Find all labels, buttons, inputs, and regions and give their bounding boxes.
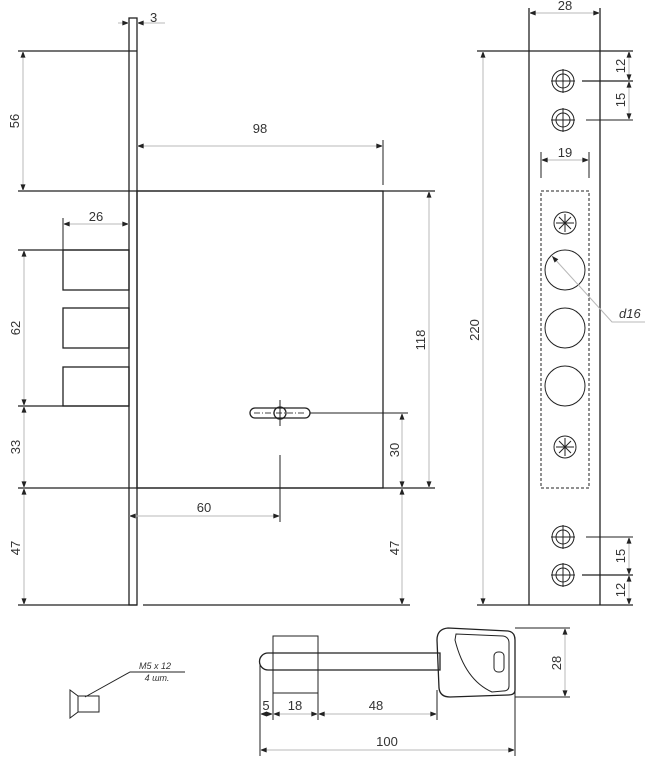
dim-hole-diameter: d16 (619, 306, 641, 321)
dim-bolt-span: 62 (8, 321, 23, 335)
dim-bottom-offset-left: 47 (8, 541, 23, 555)
dim-keyhole-height: 30 (387, 443, 402, 457)
dim-key-shaft: 48 (369, 698, 383, 713)
dim-plate-thickness: 3 (150, 10, 157, 25)
cross-screw-icon (553, 435, 577, 459)
key-head (436, 627, 516, 698)
key: 5 18 48 100 28 (258, 627, 570, 756)
faceplate-side (128, 17, 138, 606)
cylinder-hole (544, 365, 586, 407)
dim-body-height: 118 (413, 330, 428, 351)
dim-key-cylinder: 18 (288, 698, 302, 713)
key-cylinder (272, 635, 319, 694)
bolt-2 (62, 307, 130, 349)
key-shaft (258, 652, 441, 671)
dim-bottom-offset-right: 47 (387, 541, 402, 555)
screw-qty: 4 шт. (145, 673, 170, 683)
screw-size: M5 x 12 (139, 661, 171, 671)
cylinder-hole (544, 249, 586, 291)
side-view: 3 56 98 26 62 33 47 60 118 30 47 (7, 10, 435, 606)
cross-screw-icon (553, 211, 577, 235)
dim-screw-bottom-2: 12 (613, 583, 628, 597)
screw-hole-icon (551, 69, 575, 93)
dim-faceplate-length: 220 (467, 319, 482, 341)
bolt-1 (62, 249, 130, 291)
faceplate-front-view: 28 220 12 15 15 12 19 d16 (467, 0, 645, 606)
dim-bolt-to-base: 33 (8, 440, 23, 454)
dim-hole-zone-width: 19 (558, 145, 572, 160)
dim-bolt-throw: 26 (89, 209, 103, 224)
dim-backset: 60 (197, 500, 211, 515)
dim-body-depth: 98 (253, 121, 267, 136)
screw-hole-icon (551, 563, 575, 587)
hole-zone (540, 190, 590, 489)
dim-screw-top-1: 12 (613, 59, 628, 73)
dim-key-head: 28 (549, 656, 564, 670)
screw-hole-icon (551, 108, 575, 132)
dim-key-total: 100 (376, 734, 398, 749)
dim-key-tip: 5 (262, 698, 269, 713)
cylinder-hole (544, 307, 586, 349)
keyhole (249, 400, 311, 426)
lock-body (136, 190, 384, 489)
dim-top-offset: 56 (7, 114, 22, 128)
dim-screw-bottom-1: 15 (613, 549, 628, 563)
dim-screw-top-2: 15 (613, 93, 628, 107)
screw-m5: M5 x 12 4 шт. (69, 661, 185, 719)
screw-holes (551, 69, 575, 587)
screw-hole-icon (551, 525, 575, 549)
bolt-3 (62, 366, 130, 407)
dim-faceplate-width: 28 (558, 0, 572, 13)
